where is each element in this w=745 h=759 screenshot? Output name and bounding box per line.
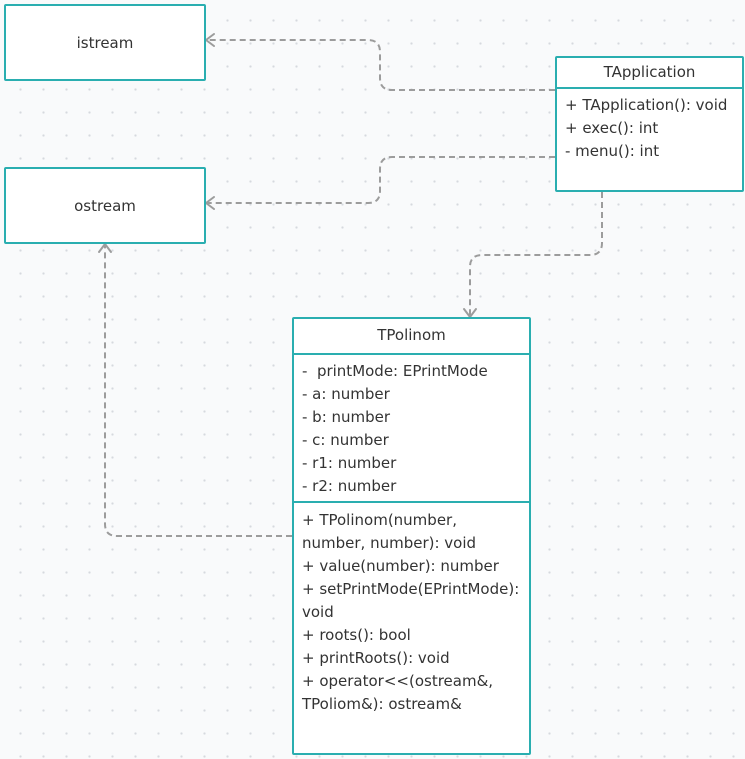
tpolinom-method: + printRoots(): void <box>302 649 450 667</box>
arrowhead-istream <box>205 33 215 47</box>
ostream-node[interactable]: ostream <box>4 167 206 244</box>
tapplication-methods: + TApplication(): void + exec(): int - m… <box>557 89 742 169</box>
tpolinom-attribute: - printMode: EPrintMode <box>302 362 488 380</box>
tpolinom-method: + TPolinom(number, number, number): void <box>302 511 477 552</box>
tpolinom-method: + setPrintMode(EPrintMode): void <box>302 580 525 621</box>
tpolinom-attribute: - a: number <box>302 385 390 403</box>
edge-tapplication-istream <box>206 39 555 91</box>
tpolinom-attribute: - r1: number <box>302 454 397 472</box>
istream-label: istream <box>76 33 134 52</box>
tapplication-method: - menu(): int <box>565 142 660 160</box>
ostream-label: ostream <box>74 196 136 215</box>
tpolinom-methods: + TPolinom(number, number, number): void… <box>294 503 529 722</box>
tapplication-method: + exec(): int <box>565 119 659 137</box>
edge-tpolinom-ostream <box>104 244 292 537</box>
tpolinom-method: + operator<<(ostream&, TPoliom&): ostrea… <box>302 672 498 713</box>
istream-node[interactable]: istream <box>4 4 206 81</box>
edge-tapplication-tpolinom <box>469 192 603 317</box>
arrowhead-ostream-from-tpolinom <box>98 243 112 253</box>
tpolinom-method: + roots(): bool <box>302 626 411 644</box>
edge-tapplication-ostream <box>206 156 555 204</box>
tpolinom-attribute: - r2: number <box>302 477 397 495</box>
tapplication-method: + TApplication(): void <box>565 96 728 114</box>
tpolinom-class-node[interactable]: TPolinom - printMode: EPrintMode - a: nu… <box>292 317 531 755</box>
tpolinom-attributes: - printMode: EPrintMode - a: number - b:… <box>294 355 529 503</box>
tpolinom-title: TPolinom <box>294 319 529 355</box>
tpolinom-method: + value(number): number <box>302 557 499 575</box>
tapplication-title: TApplication <box>557 58 742 89</box>
tpolinom-attribute: - c: number <box>302 431 389 449</box>
arrowhead-ostream-from-tapplication <box>205 196 215 210</box>
tapplication-class-node[interactable]: TApplication + TApplication(): void + ex… <box>555 56 744 192</box>
tpolinom-attribute: - b: number <box>302 408 391 426</box>
